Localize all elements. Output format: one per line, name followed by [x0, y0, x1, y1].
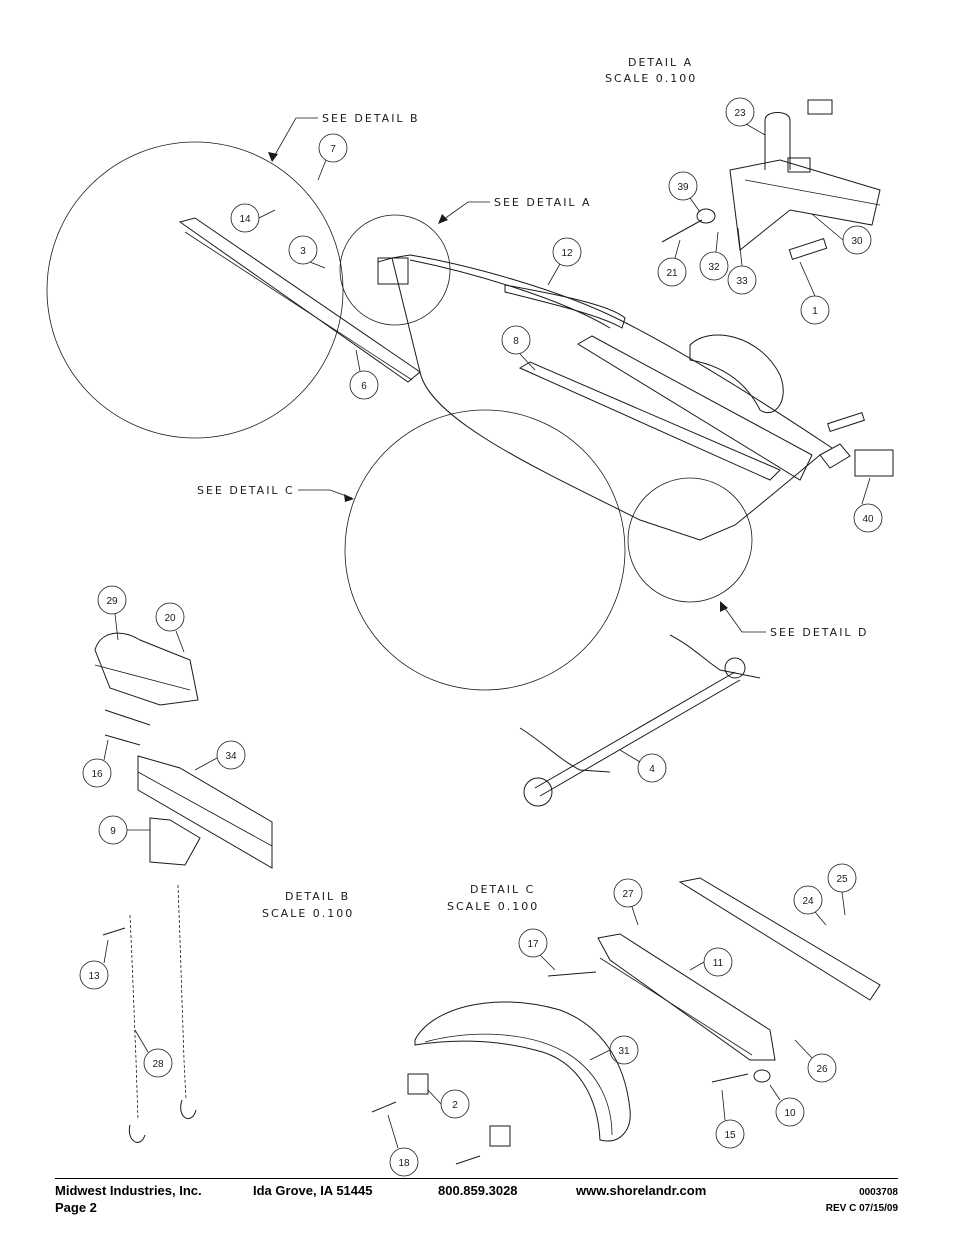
detail-c-scale: SCALE 0.100 [447, 900, 539, 913]
detail-a-parts [661, 99, 881, 260]
svg-text:26: 26 [816, 1064, 828, 1075]
svg-text:7: 7 [330, 144, 336, 155]
callout-15: 15 [715, 1119, 745, 1149]
company-phone: 800.859.3028 [438, 1183, 518, 1198]
detail-b-title: DETAIL B [285, 890, 350, 903]
detail-c-parts [371, 877, 881, 1165]
svg-text:24: 24 [802, 896, 814, 907]
detail-c-circle [344, 409, 626, 691]
trailer-frame [178, 217, 894, 541]
detail-d-circle [627, 477, 753, 603]
detail-a-circle [339, 214, 451, 326]
detail-labels: DETAIL A SCALE 0.100 DETAIL B SCALE 0.10… [197, 56, 869, 920]
callout-30: 30 [842, 225, 872, 255]
callout-13: 13 [79, 960, 109, 990]
callout-21: 21 [657, 257, 687, 287]
page-footer: Midwest Industries, Inc. Ida Grove, IA 5… [55, 1178, 898, 1215]
callout-40: 40 [853, 503, 883, 533]
svg-text:32: 32 [708, 262, 720, 273]
callout-32: 32 [699, 251, 729, 281]
callout-28: 28 [143, 1048, 173, 1078]
callout-14: 14 [230, 203, 260, 233]
svg-text:34: 34 [225, 751, 237, 762]
page-number: Page 2 [55, 1200, 97, 1215]
svg-text:28: 28 [152, 1059, 164, 1070]
callout-6: 6 [349, 370, 379, 400]
axle-assembly [519, 634, 761, 807]
detail-b-parts [94, 632, 273, 1143]
callout-31: 31 [609, 1035, 639, 1065]
callout-1: 1 [800, 295, 830, 325]
svg-text:4: 4 [649, 764, 655, 775]
callout-39: 39 [668, 171, 698, 201]
svg-text:11: 11 [713, 958, 724, 969]
svg-text:6: 6 [361, 381, 367, 392]
see-detail-leaders [268, 117, 766, 633]
detail-a-title: DETAIL A [628, 56, 693, 69]
svg-text:40: 40 [862, 514, 874, 525]
callout-11: 11 [703, 947, 733, 977]
callout-18: 18 [389, 1147, 419, 1177]
svg-text:8: 8 [513, 336, 519, 347]
detail-a-scale: SCALE 0.100 [605, 72, 697, 85]
callout-12: 12 [552, 237, 582, 267]
svg-text:14: 14 [239, 214, 251, 225]
svg-text:18: 18 [398, 1158, 410, 1169]
callout-bubbles: 1 2 3 4 6 7 8 9 10 11 12 13 14 15 16 17 … [79, 97, 883, 1177]
svg-text:15: 15 [724, 1130, 736, 1141]
svg-text:29: 29 [106, 596, 118, 607]
detail-b-scale: SCALE 0.100 [262, 907, 354, 920]
svg-text:16: 16 [91, 769, 103, 780]
callout-26: 26 [807, 1053, 837, 1083]
callout-27: 27 [613, 878, 643, 908]
svg-text:33: 33 [736, 276, 748, 287]
callout-17: 17 [518, 928, 548, 958]
svg-text:23: 23 [734, 108, 746, 119]
svg-text:25: 25 [836, 874, 848, 885]
svg-text:17: 17 [527, 939, 539, 950]
callout-2: 2 [440, 1089, 470, 1119]
svg-text:13: 13 [88, 971, 100, 982]
svg-text:12: 12 [561, 248, 573, 259]
company-city: Ida Grove, IA 51445 [253, 1183, 373, 1198]
callout-4: 4 [637, 753, 667, 783]
company-website: www.shorelandr.com [576, 1183, 707, 1198]
callout-16: 16 [82, 758, 112, 788]
see-detail-a-label: SEE DETAIL A [494, 196, 592, 209]
callout-25: 25 [827, 863, 857, 893]
callout-7: 7 [318, 133, 348, 163]
svg-text:31: 31 [618, 1046, 630, 1057]
see-detail-c-label: SEE DETAIL C [197, 484, 295, 497]
callout-10: 10 [775, 1097, 805, 1127]
callout-20: 20 [155, 602, 185, 632]
svg-text:10: 10 [784, 1108, 796, 1119]
svg-text:2: 2 [452, 1100, 458, 1111]
callout-3: 3 [288, 235, 318, 265]
callout-29: 29 [97, 585, 127, 615]
svg-text:9: 9 [110, 826, 116, 837]
svg-text:3: 3 [300, 246, 306, 257]
callout-23: 23 [725, 97, 755, 127]
svg-text:21: 21 [666, 268, 678, 279]
svg-text:20: 20 [164, 613, 176, 624]
doc-number: 0003708 [859, 1187, 898, 1198]
callout-24: 24 [793, 885, 823, 915]
callout-9: 9 [98, 815, 128, 845]
svg-text:1: 1 [812, 306, 818, 317]
revision: REV C 07/15/09 [825, 1203, 898, 1214]
svg-text:27: 27 [622, 889, 634, 900]
see-detail-b-label: SEE DETAIL B [322, 112, 420, 125]
svg-text:30: 30 [851, 236, 863, 247]
callout-33: 33 [727, 265, 757, 295]
callout-leaders [103, 123, 871, 1149]
detail-c-title: DETAIL C [470, 883, 535, 896]
callout-8: 8 [501, 325, 531, 355]
svg-text:39: 39 [677, 182, 689, 193]
callout-34: 34 [216, 740, 246, 770]
company-name: Midwest Industries, Inc. [55, 1183, 202, 1198]
see-detail-d-label: SEE DETAIL D [770, 626, 869, 639]
detail-b-circle [46, 141, 344, 439]
